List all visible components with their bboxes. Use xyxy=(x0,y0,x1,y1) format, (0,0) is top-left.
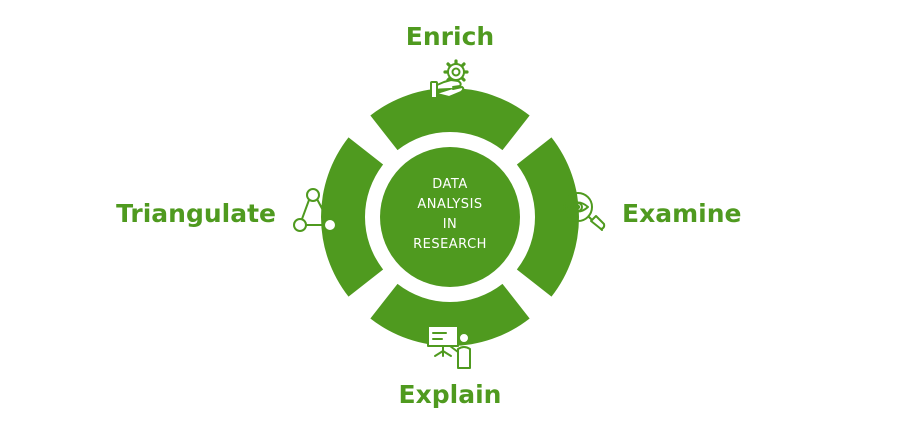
ring-segment-left xyxy=(321,137,384,297)
stage-label-explain: Explain xyxy=(398,380,502,409)
gear-hand-icon xyxy=(430,59,469,99)
ring-segment-bottom xyxy=(370,283,530,346)
center-line-4: RESEARCH xyxy=(413,237,487,252)
magnifier-eye-icon xyxy=(563,192,606,231)
stage-label-examine: Examine xyxy=(622,199,742,228)
center-line-2: ANALYSIS xyxy=(417,197,483,212)
ring-segment-right xyxy=(516,137,579,297)
ring-segment-top xyxy=(370,88,530,151)
center-disc xyxy=(380,147,520,287)
stage-label-triangulate: Triangulate xyxy=(116,199,276,228)
center-title: DATA ANALYSIS IN RESEARCH xyxy=(380,165,520,265)
triangle-network-icon xyxy=(293,188,337,232)
stage-label-enrich: Enrich xyxy=(405,22,495,51)
center-line-3: IN xyxy=(442,217,458,232)
center-line-1: DATA xyxy=(432,177,468,192)
presenter-board-icon xyxy=(427,325,471,369)
